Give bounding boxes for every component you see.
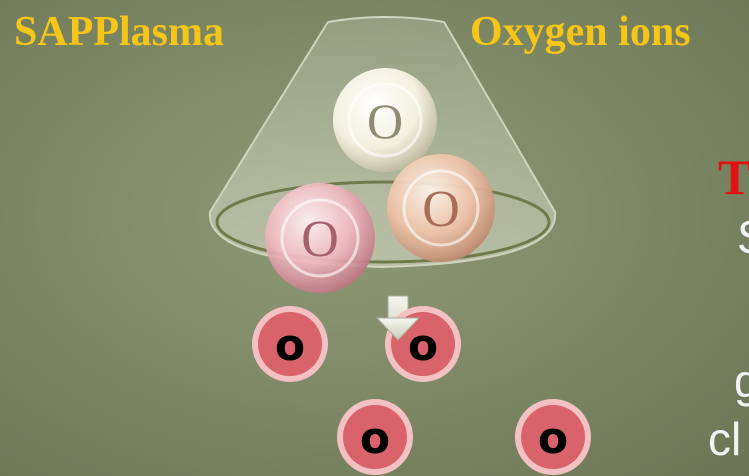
svg-text:o: o: [275, 320, 305, 371]
oxygen-ion: o: [337, 399, 413, 475]
svg-text:O: O: [422, 181, 460, 238]
svg-text:O: O: [367, 93, 403, 149]
oxygen-ion: o: [515, 399, 591, 475]
svg-text:O: O: [301, 211, 339, 268]
svg-text:o: o: [360, 413, 390, 464]
oxygen-ion: o: [385, 306, 461, 382]
funnel-ball-right: O: [387, 154, 495, 262]
funnel-ball-left: O: [265, 183, 375, 293]
side-text-cl: cl: [708, 412, 741, 466]
side-text-t: T: [718, 148, 749, 206]
oxygen-ion: o: [252, 306, 328, 382]
svg-text:o: o: [538, 413, 568, 464]
side-text-s: S: [737, 210, 749, 264]
svg-text:o: o: [408, 320, 438, 371]
funnel-ball-top: O: [333, 68, 437, 172]
side-text-g: g: [734, 354, 749, 408]
